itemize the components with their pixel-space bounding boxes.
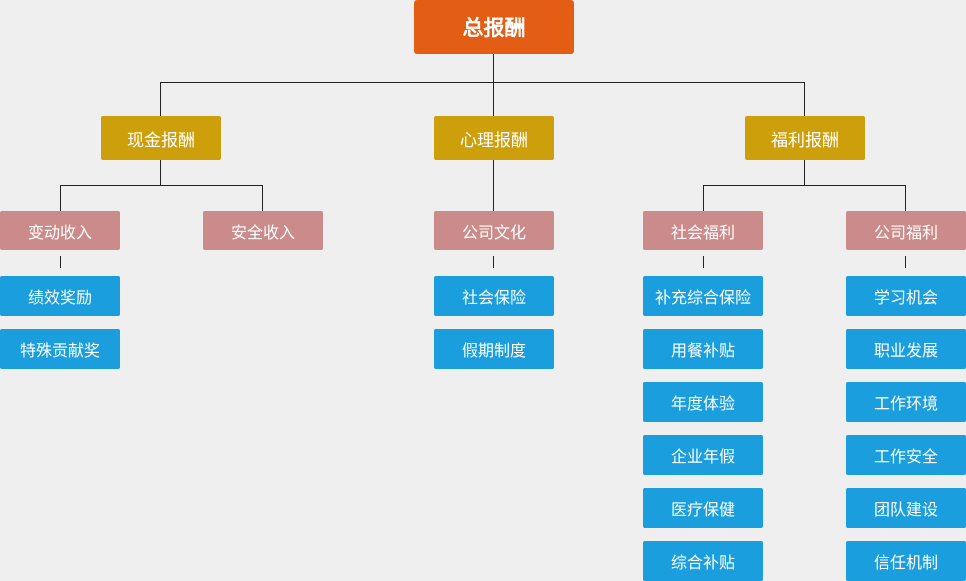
- safe-income-node: 安全收入: [203, 211, 323, 250]
- connector-psych-up: [493, 82, 494, 116]
- connector-cash-bar: [60, 185, 263, 186]
- connector-benefit-down: [804, 160, 805, 185]
- root-node: 总报酬: [414, 0, 574, 54]
- list-item: 企业年假: [643, 435, 763, 475]
- list-item: 社会保险: [434, 276, 554, 316]
- connector-cash-up: [160, 82, 161, 116]
- variable-income-node: 变动收入: [0, 211, 120, 250]
- connector-company-items: [905, 256, 906, 268]
- list-item: 学习机会: [846, 276, 966, 316]
- list-item: 年度体验: [643, 382, 763, 422]
- connector-benefit-bar: [703, 185, 906, 186]
- list-item: 团队建设: [846, 488, 966, 528]
- connector-root-down: [493, 54, 494, 82]
- list-item: 绩效奖励: [0, 276, 120, 316]
- connector-social-items: [703, 256, 704, 268]
- list-item: 工作环境: [846, 382, 966, 422]
- connector-psych-down: [493, 160, 494, 211]
- psych-reward-node: 心理报酬: [434, 116, 554, 160]
- list-item: 假期制度: [434, 329, 554, 369]
- list-item: 补充综合保险: [643, 276, 763, 316]
- connector-benefit-up: [804, 82, 805, 116]
- list-item: 特殊贡献奖: [0, 329, 120, 369]
- list-item: 职业发展: [846, 329, 966, 369]
- connector-level1-bar: [160, 82, 805, 83]
- list-item: 用餐补贴: [643, 329, 763, 369]
- list-item: 医疗保健: [643, 488, 763, 528]
- list-item: 工作安全: [846, 435, 966, 475]
- connector-culture-items: [493, 256, 494, 268]
- company-culture-node: 公司文化: [434, 211, 554, 250]
- connector-company-up: [905, 185, 906, 211]
- list-item: 综合补贴: [643, 541, 763, 581]
- cash-reward-node: 现金报酬: [101, 116, 221, 160]
- connector-social-up: [703, 185, 704, 211]
- connector-variable-up: [60, 185, 61, 211]
- social-welfare-node: 社会福利: [643, 211, 763, 250]
- connector-safe-up: [262, 185, 263, 211]
- connector-variable-items: [60, 256, 61, 268]
- connector-cash-down: [160, 160, 161, 185]
- list-item: 信任机制: [846, 541, 966, 581]
- benefit-reward-node: 福利报酬: [745, 116, 865, 160]
- company-welfare-node: 公司福利: [846, 211, 966, 250]
